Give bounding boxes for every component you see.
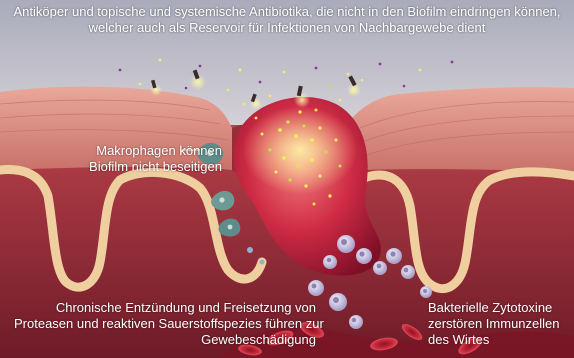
macrophage-caption-line-2: Biofilm nicht beseitigen bbox=[12, 159, 222, 175]
epidermis-right bbox=[350, 87, 574, 172]
inflammation-caption-line-1: Chronische Entzündung und Freisetzung vo… bbox=[14, 300, 316, 316]
top-caption: Antiköper und topische und systemische A… bbox=[0, 4, 574, 36]
cytotoxin-caption-line-2: zerstören Immunzellen bbox=[428, 316, 568, 332]
top-caption-line-2: welcher auch als Reservoir für Infektion… bbox=[0, 20, 574, 36]
top-caption-line-1: Antiköper und topische und systemische A… bbox=[0, 4, 574, 20]
macrophage-caption: Makrophagen können Biofilm nicht beseiti… bbox=[12, 143, 222, 175]
biofilm-glow bbox=[242, 106, 358, 194]
cytotoxin-caption: Bakterielle Zytotoxine zerstören Immunze… bbox=[428, 300, 568, 348]
macrophage-caption-line-1: Makrophagen können bbox=[12, 143, 222, 159]
inflammation-caption-line-3: Gewebeschädigung bbox=[14, 332, 316, 348]
cytotoxin-caption-line-1: Bakterielle Zytotoxine bbox=[428, 300, 568, 316]
inflammation-caption-line-2: Proteasen und reaktiven Sauerstoffspezie… bbox=[14, 316, 316, 332]
cytotoxin-caption-line-3: des Wirtes bbox=[428, 332, 568, 348]
inflammation-caption: Chronische Entzündung und Freisetzung vo… bbox=[14, 300, 316, 348]
